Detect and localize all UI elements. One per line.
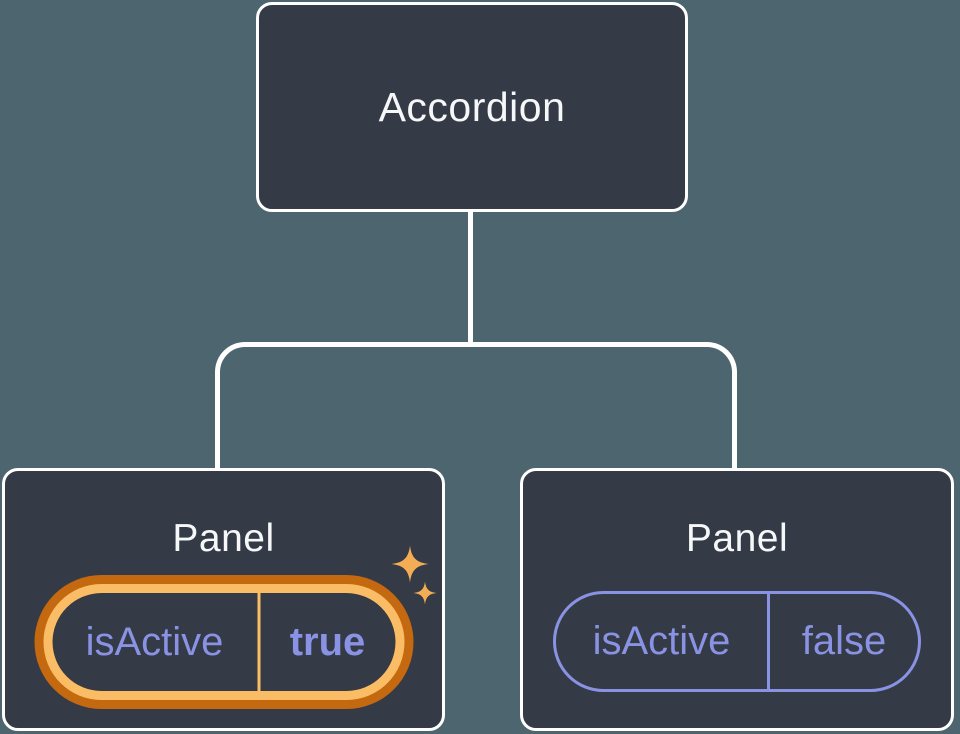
pill-divider [257, 593, 260, 691]
pill-divider [767, 594, 770, 689]
state-name-label: isActive [85, 619, 224, 664]
panel-node-active: Panel isActive true [2, 468, 445, 731]
connector-bracket [215, 342, 737, 470]
state-value-label: true [289, 619, 366, 664]
connector-stem [468, 210, 473, 346]
state-name-label: isActive [592, 619, 731, 663]
panel-node-label: Panel [685, 517, 789, 560]
state-pill-active: isActive true [52, 593, 395, 691]
accordion-node: Accordion [256, 2, 688, 212]
panel-node-label: Panel [172, 517, 275, 560]
accordion-node-label: Accordion [378, 83, 566, 130]
state-pill-inactive: isActive false [553, 591, 921, 692]
state-value-label: false [801, 619, 887, 663]
panel-node-inactive: Panel isActive false [520, 468, 954, 731]
